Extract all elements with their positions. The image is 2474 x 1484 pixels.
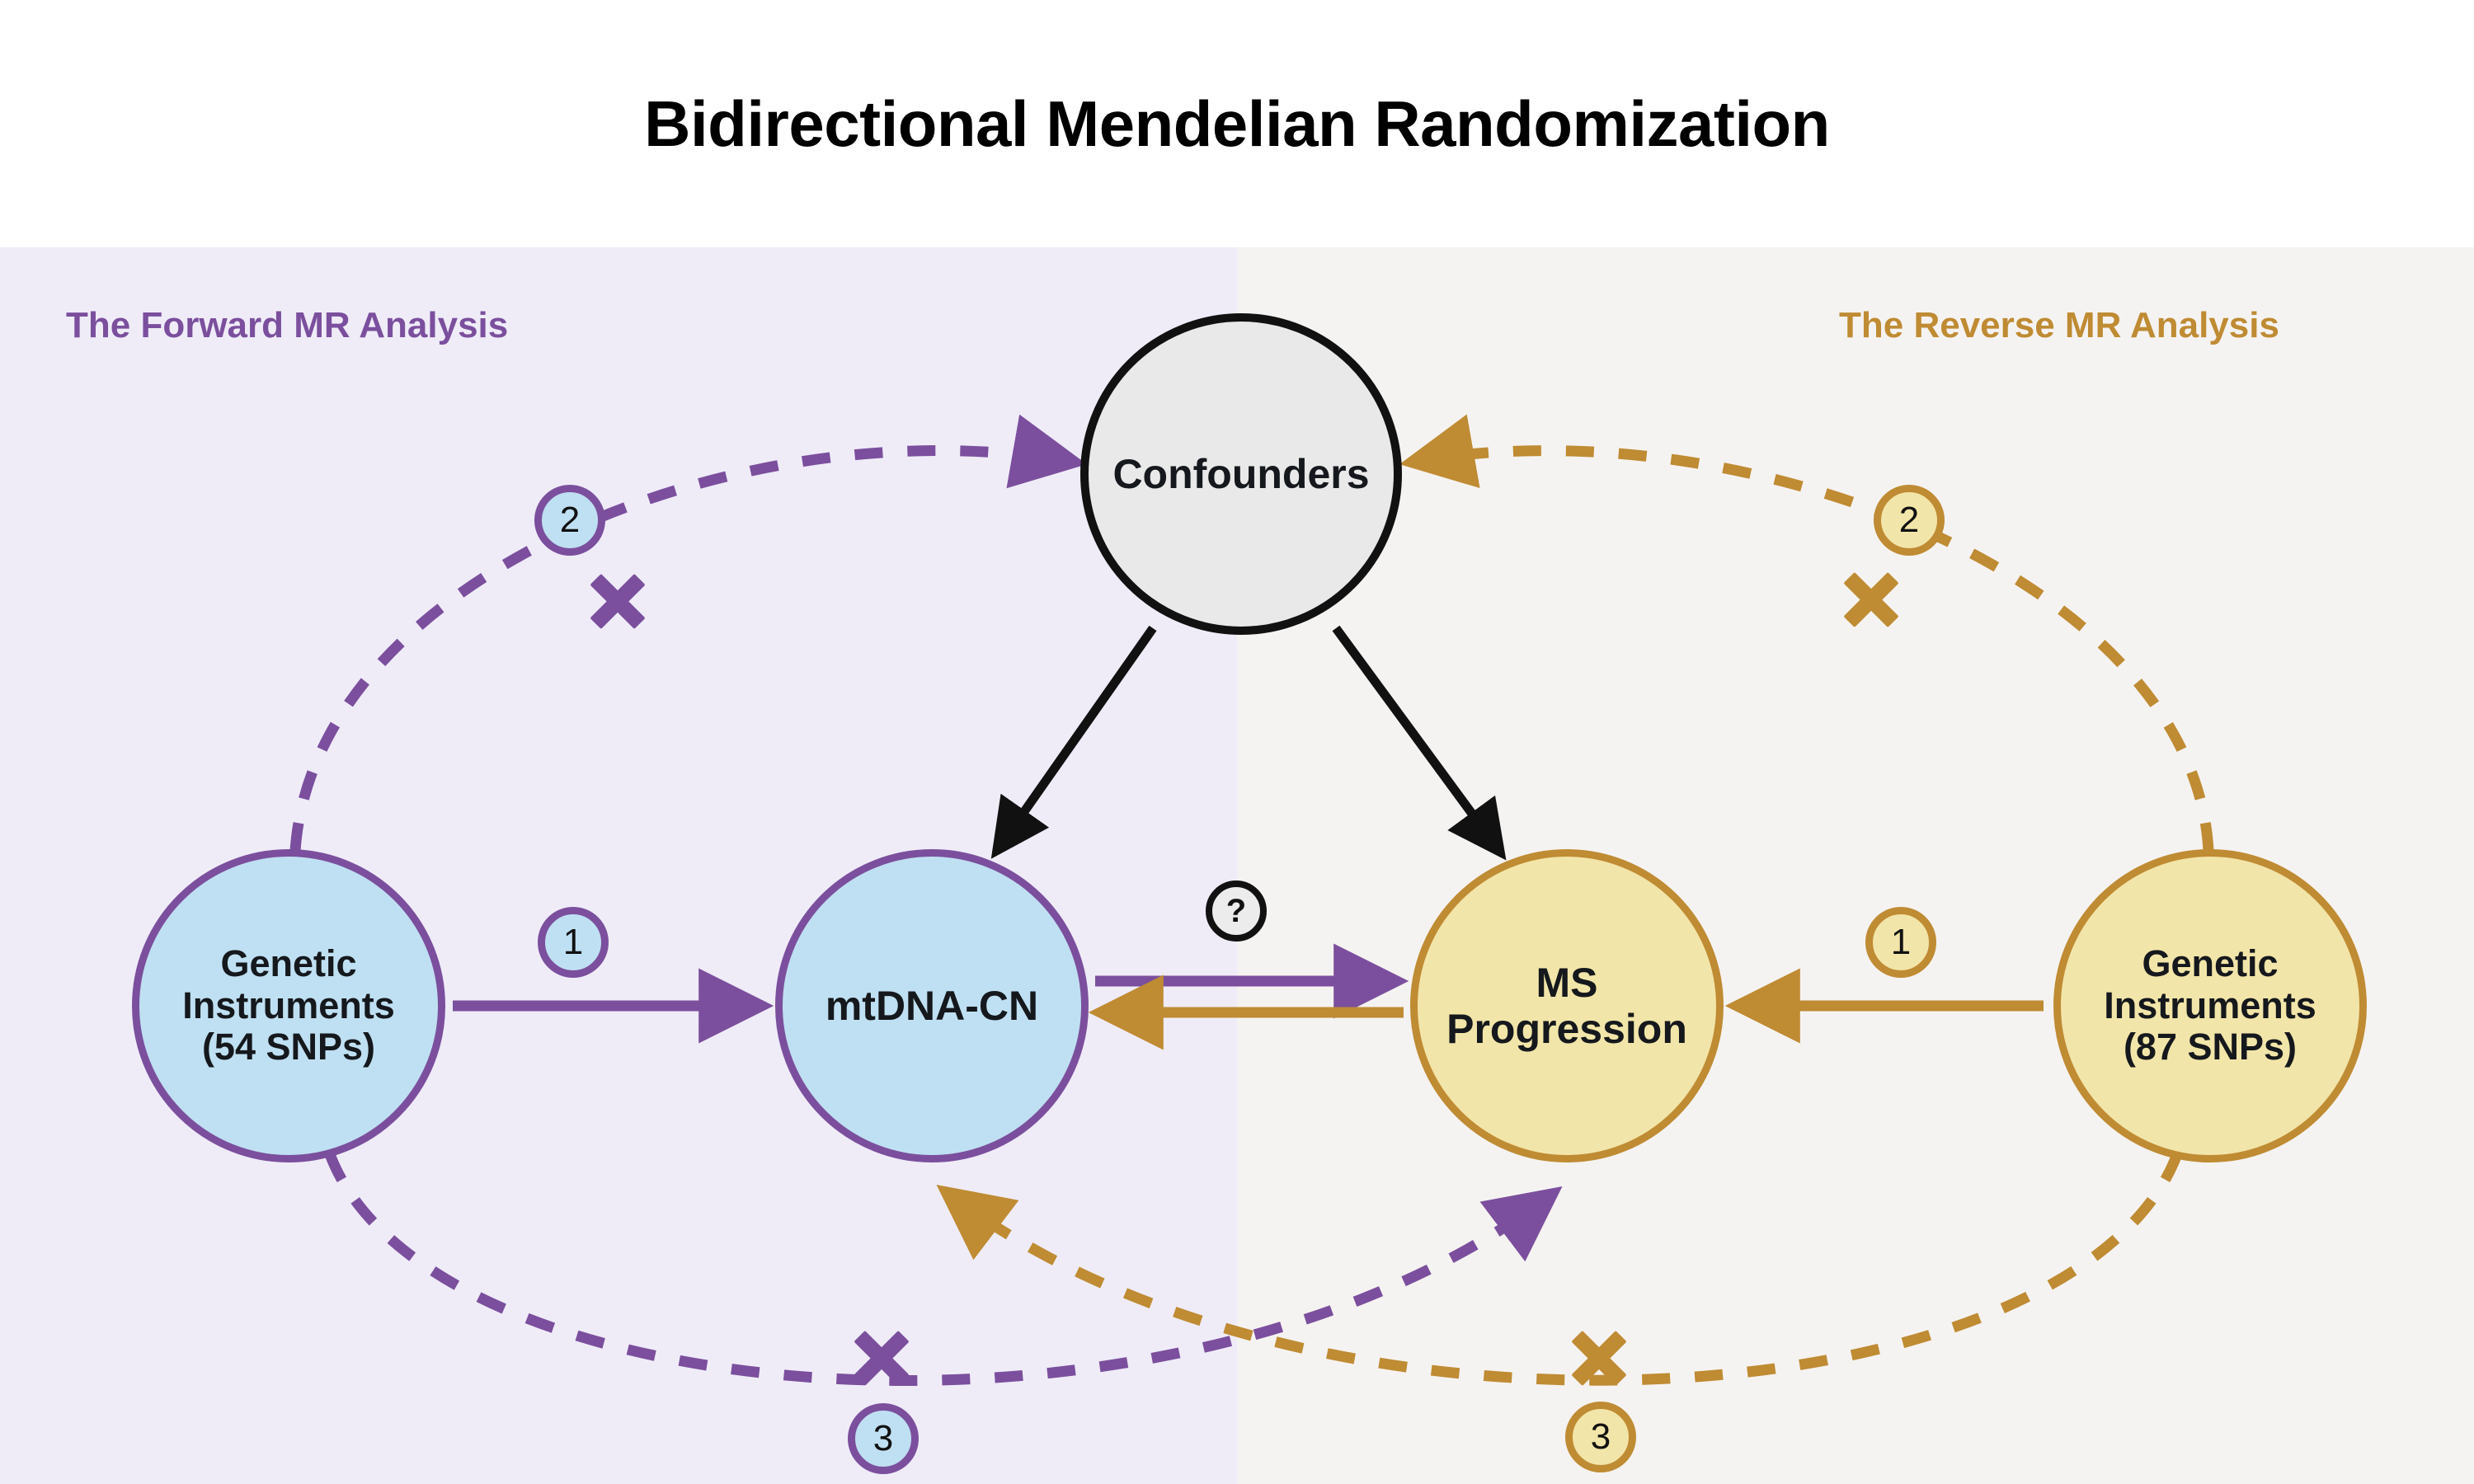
node-line-3: (87 SNPs) bbox=[2123, 1026, 2298, 1068]
assumption-badge-forward-1[interactable]: 1 bbox=[538, 907, 609, 978]
node-line-1: Genetic bbox=[220, 942, 357, 985]
forward-analysis-panel bbox=[0, 247, 1237, 1484]
node-line-1: MS bbox=[1536, 960, 1598, 1006]
node-confounders[interactable]: Confounders bbox=[1080, 313, 1402, 635]
node-ms-progression[interactable]: MS Progression bbox=[1410, 849, 1724, 1162]
reverse-analysis-label: The Reverse MR Analysis bbox=[1839, 305, 2279, 345]
assumption-badge-forward-3[interactable]: 3 bbox=[848, 1403, 919, 1474]
node-line-2: Instruments bbox=[182, 984, 395, 1026]
node-line-1: Genetic bbox=[2142, 942, 2279, 985]
node-genetic-instruments-87[interactable]: Genetic Instruments (87 SNPs) bbox=[2053, 849, 2367, 1162]
assumption-badge-reverse-1[interactable]: 1 bbox=[1865, 907, 1936, 978]
node-mtdna-cn[interactable]: mtDNA-CN bbox=[775, 849, 1089, 1162]
title-bar: Bidirectional Mendelian Randomization bbox=[0, 0, 2474, 247]
assumption-badge-forward-2[interactable]: 2 bbox=[534, 485, 605, 556]
node-line-2: Instruments bbox=[2104, 984, 2316, 1026]
causal-question-badge[interactable]: ? bbox=[1206, 881, 1267, 942]
node-line-2: Progression bbox=[1446, 1006, 1687, 1052]
node-label: Confounders bbox=[1112, 451, 1370, 497]
forward-analysis-label: The Forward MR Analysis bbox=[66, 305, 509, 345]
page-title: Bidirectional Mendelian Randomization bbox=[644, 87, 1830, 160]
assumption-badge-reverse-2[interactable]: 2 bbox=[1874, 485, 1945, 556]
reverse-analysis-panel bbox=[1237, 247, 2474, 1484]
node-line-3: (54 SNPs) bbox=[201, 1026, 376, 1068]
node-label: mtDNA-CN bbox=[825, 983, 1039, 1029]
node-genetic-instruments-54[interactable]: Genetic Instruments (54 SNPs) bbox=[132, 849, 445, 1162]
assumption-badge-reverse-3[interactable]: 3 bbox=[1565, 1402, 1636, 1472]
